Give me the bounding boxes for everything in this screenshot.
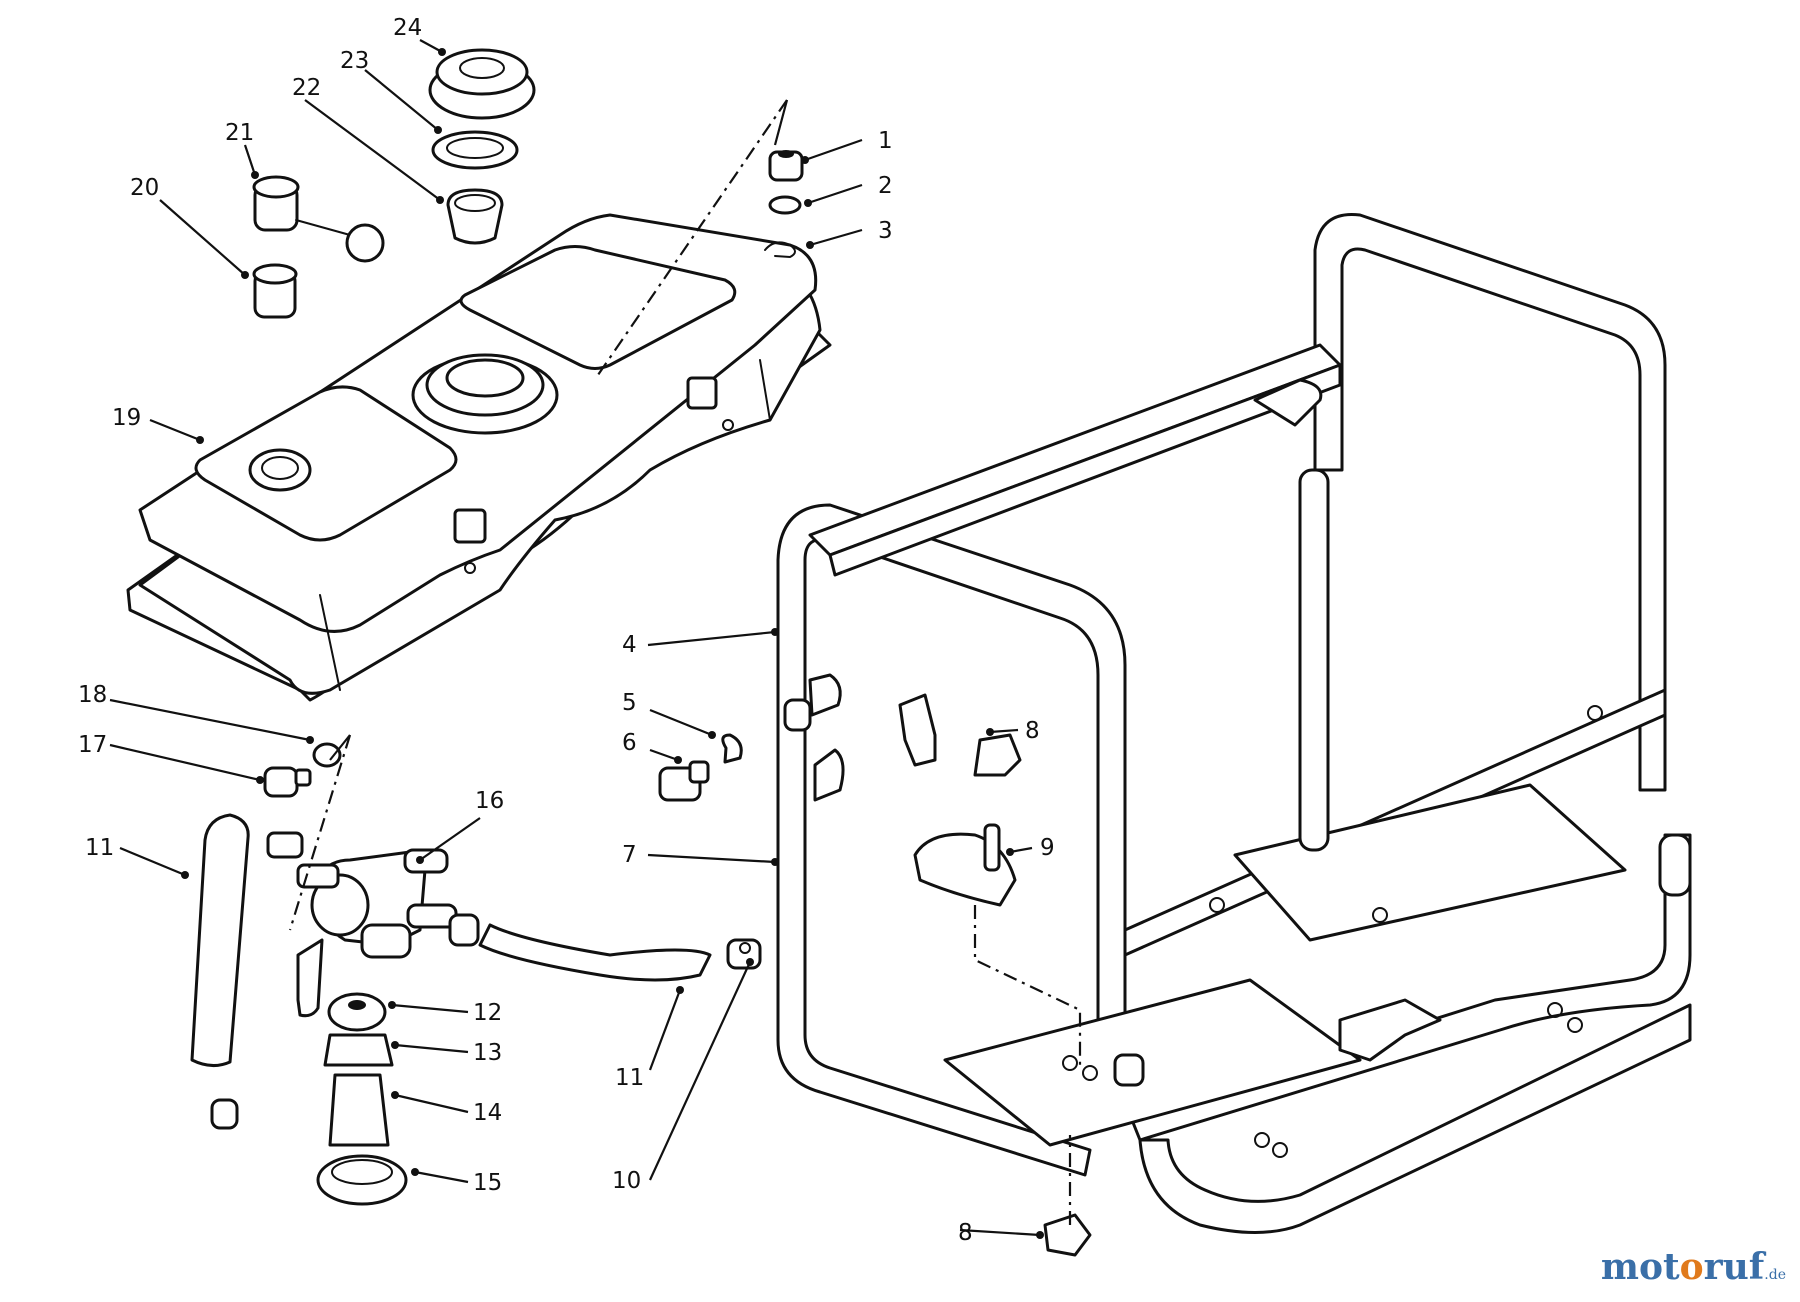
callout-14: 14: [473, 1100, 502, 1126]
part-8-nut-lower: [1043, 1213, 1092, 1257]
callout-20: 20: [130, 175, 159, 201]
part-8-nut-upper: [973, 733, 1022, 777]
part-22-strainer: [446, 188, 504, 245]
part-18-washer: [312, 742, 342, 768]
watermark-text-b: ruf: [1703, 1246, 1765, 1288]
leader-lines: [109, 39, 1082, 1239]
part-17-bolt: [263, 766, 312, 798]
part-21-plug-with-gauge: [252, 175, 385, 263]
frame: [776, 212, 1692, 1234]
watermark-text-o: o: [1679, 1246, 1704, 1288]
callout-12: 12: [473, 1000, 502, 1026]
callout-1: 1: [878, 128, 893, 154]
watermark-text-a: mot: [1600, 1246, 1680, 1288]
callout-2: 2: [878, 173, 893, 199]
callout-6: 6: [622, 730, 637, 756]
callout-19: 19: [112, 405, 141, 431]
part-24-filler-cap: [428, 48, 536, 120]
callout-4: 4: [622, 632, 637, 658]
part-clamp: [448, 913, 480, 947]
callout-3: 3: [878, 218, 893, 244]
callout-9: 9: [1040, 835, 1055, 861]
callout-7: 7: [622, 842, 637, 868]
part-clamp-small: [210, 1098, 239, 1130]
callout-16: 16: [475, 788, 504, 814]
part-13-gasket: [323, 1033, 394, 1067]
part-2-washer: [768, 195, 802, 215]
part-11-fuel-hose-right: [478, 923, 712, 982]
part-16-fuel-cock: [296, 848, 458, 1018]
part-9-rubber-mount: [913, 823, 1017, 907]
callout-17: 17: [78, 732, 107, 758]
part-5-lock-washer: [721, 733, 743, 764]
part-3-clip: [764, 241, 796, 259]
part-1-grommet: [768, 150, 804, 182]
callout-11: 11: [615, 1065, 644, 1091]
part-clamp: [266, 831, 304, 859]
part-6-bolt: [658, 760, 710, 802]
callout-10: 10: [612, 1168, 641, 1194]
callout-labels: 1 2 3 4 5 6 7 8 8 9 10 11 11 12 13 14 15…: [78, 15, 1055, 1246]
fuel-tank: [126, 213, 832, 702]
callout-22: 22: [292, 75, 321, 101]
part-10-hose-clamp: [726, 938, 762, 970]
callout-23: 23: [340, 48, 369, 74]
callout-11: 11: [85, 835, 114, 861]
watermark-logo: motoruf.de: [1601, 1246, 1786, 1288]
part-11-fuel-hose-left: [190, 813, 250, 1067]
callout-8: 8: [1025, 718, 1040, 744]
callout-24: 24: [393, 15, 422, 41]
part-15-ring-nut: [316, 1154, 408, 1206]
part-20-threaded-plug: [252, 263, 298, 319]
callout-18: 18: [78, 682, 107, 708]
callout-5: 5: [622, 690, 637, 716]
callout-13: 13: [473, 1040, 502, 1066]
part-23-gasket: [431, 130, 519, 170]
callout-8: 8: [958, 1220, 973, 1246]
callout-21: 21: [225, 120, 254, 146]
watermark-tld: .de: [1764, 1267, 1786, 1283]
part-12-grommet: [327, 992, 387, 1032]
part-14-sediment-cup: [328, 1073, 390, 1147]
callout-15: 15: [473, 1170, 502, 1196]
